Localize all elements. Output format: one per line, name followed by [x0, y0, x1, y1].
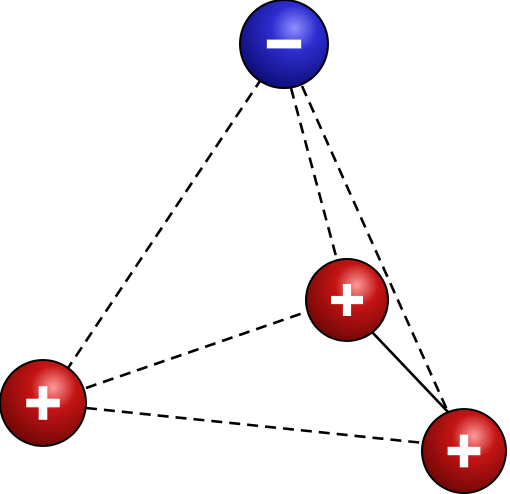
bonds-layer [66, 77, 450, 445]
bond-top-to-bottom-right [300, 85, 450, 413]
charge-top [239, 0, 329, 89]
charge-bottom-right [421, 408, 507, 494]
bond-bottom-left-to-middle-right [85, 310, 307, 390]
plus-icon-vertical [459, 434, 469, 468]
bond-bottom-left-to-bottom-right [85, 406, 425, 445]
bond-top-to-middle-right [289, 87, 339, 261]
charge-bottom-left [0, 359, 87, 447]
plus-icon-vertical [342, 284, 352, 316]
plus-icon-vertical [38, 386, 48, 420]
charge-middle-right [305, 258, 389, 342]
bond-top-to-bottom-left [66, 77, 264, 369]
bond-middle-right-to-bottom-right [371, 331, 449, 413]
minus-icon [266, 39, 302, 49]
